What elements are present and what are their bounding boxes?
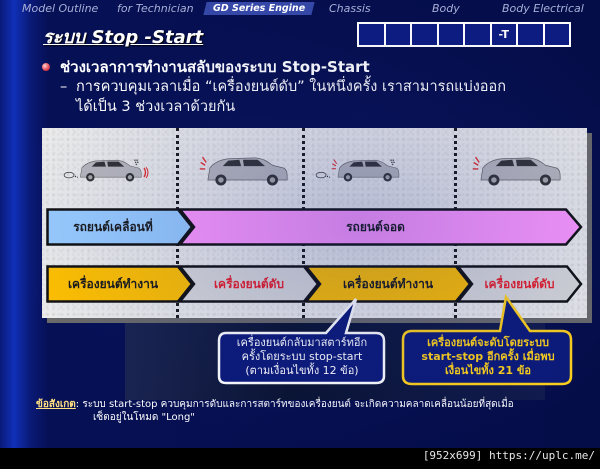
engine-restart-segment: เครื่องยนต์ทำงาน — [304, 265, 472, 303]
code-box — [410, 22, 439, 47]
vehicle-moving-label: รถยนต์เคลื่อนที่ — [73, 219, 153, 234]
engine-running-label: เครื่องยนต์ทำงาน — [67, 276, 159, 291]
engine-restart-label: เครื่องยนต์ทำงาน — [342, 276, 434, 291]
nav-item-label: GD Series Engine — [213, 3, 306, 14]
car-moving-icon — [63, 159, 149, 182]
code-box — [357, 22, 386, 47]
callout-stop-again: เครื่องยนต์จะดับโดยระบบ start-stop อีกคร… — [400, 294, 576, 388]
callout-stop-line: เครื่องยนต์จะดับโดยระบบ — [427, 336, 549, 349]
code-box — [542, 22, 571, 47]
callout-stop-line: เงื่อนไขทั้ง 21 ข้อ — [444, 364, 532, 377]
callout-restart-line: เครื่องยนต์กลับมาสตาร์ทอีก — [236, 336, 368, 349]
engine-running-segment: เครื่องยนต์ทำงาน — [46, 265, 194, 303]
callout-restart-line: ครั้งโดยระบบ stop-start — [241, 350, 363, 363]
vehicle-moving-segment: รถยนต์เคลื่อนที่ — [46, 208, 194, 246]
dash: – — [60, 79, 68, 95]
top-navigation: Model Outline for Technician GD Series E… — [0, 0, 600, 20]
nav-item-gd-series-engine[interactable]: GD Series Engine — [203, 2, 315, 15]
code-box — [383, 22, 412, 47]
bullet-text: ช่วงเวลาการทำงานสลับของระบบ Stop-Start — [60, 58, 370, 76]
callout-restart: เครื่องยนต์กลับมาสตาร์ทอีก ครั้งโดยระบบ … — [216, 296, 388, 386]
nav-item-for-technician[interactable]: for Technician — [117, 2, 194, 15]
stop-start-diagram: รถยนต์เคลื่อนที่ รถยนต์จอด เครื่องยนต์ทำ… — [42, 128, 587, 318]
callout-stop-line: start-stop อีกครั้ง เมื่อพบ — [421, 350, 555, 363]
car-restart-icon — [315, 159, 400, 182]
code-box — [436, 22, 465, 47]
bullet-heading: ช่วงเวลาการทำงานสลับของระบบ Stop-Start — [42, 55, 370, 79]
sub-bullet-line1: การควบคุมเวลาเมื่อ “เครื่องยนต์ดับ” ในหน… — [76, 79, 506, 95]
sub-bullet: –การควบคุมเวลาเมื่อ “เครื่องยนต์ดับ” ในห… — [60, 77, 590, 117]
bullet-icon — [42, 63, 50, 71]
sub-bullet-line2: ได้เป็น 3 ช่วงเวลาด้วยกัน — [76, 99, 236, 115]
note: ข้อสังเกต: ระบบ start-stop ควบคุมการดับแ… — [36, 398, 514, 424]
code-box — [516, 22, 545, 47]
engine-off-again-label: เครื่องยนต์ดับ — [484, 276, 555, 291]
page-title: ระบบ Stop -Start — [43, 27, 204, 48]
callout-restart-line: (ตามเงื่อนไขทั้ง 12 ข้อ) — [245, 364, 359, 377]
slide: Model Outline for Technician GD Series E… — [0, 0, 600, 448]
vehicle-parked-label: รถยนต์จอด — [346, 219, 405, 234]
watermark: [952x699] https://uplc.me/ — [422, 449, 595, 462]
note-line2: เซ็ตอยู่ในโหมด "Long" — [93, 412, 195, 423]
nav-item-chassis[interactable]: Chassis — [329, 2, 371, 15]
engine-off-label: เครื่องยนต์ดับ — [213, 276, 285, 291]
code-box: -T — [489, 22, 518, 47]
nav-item-model-outline[interactable]: Model Outline — [22, 2, 99, 15]
engine-off-segment: เครื่องยนต์ดับ — [178, 265, 320, 303]
vehicle-parked-segment: รถยนต์จอด — [178, 208, 583, 246]
engine-off-again-segment: เครื่องยนต์ดับ — [456, 265, 583, 303]
car-stopped-icon — [199, 156, 288, 186]
note-line1: : ระบบ start-stop ควบคุมการดับและการสตาร… — [75, 399, 514, 410]
note-label: ข้อสังเกต — [36, 399, 76, 410]
nav-item-body-electrical[interactable]: Body Electrical — [502, 2, 584, 15]
nav-item-body[interactable]: Body — [432, 2, 460, 15]
code-boxes: -T — [357, 22, 571, 47]
car-stopped-icon — [472, 156, 561, 186]
code-box — [463, 22, 492, 47]
